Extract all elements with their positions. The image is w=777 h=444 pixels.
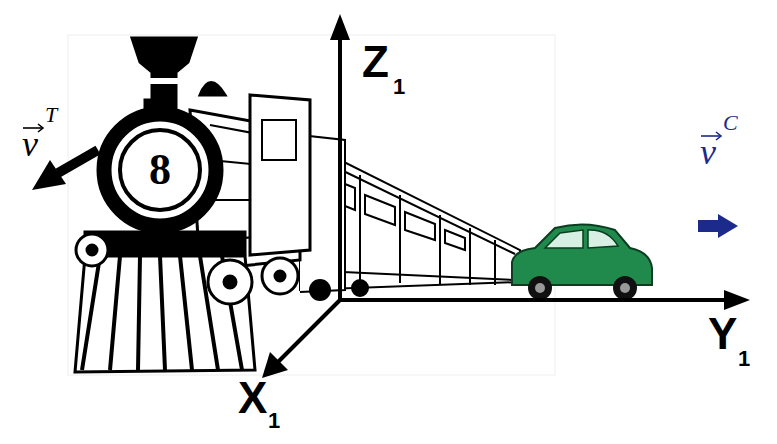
green-car <box>512 224 652 300</box>
car-velocity-arrow <box>698 214 738 238</box>
axis-subscript: 1 <box>393 76 405 98</box>
axis-name: X <box>238 376 267 420</box>
vector-symbol: v <box>22 126 38 162</box>
engine-number: 8 <box>149 148 171 192</box>
locomotive <box>75 38 310 372</box>
vector-symbol: v <box>700 134 716 170</box>
axis-subscript: 1 <box>268 410 280 432</box>
axis-name: Y <box>708 312 737 356</box>
coordinate-axes <box>262 14 750 378</box>
picture-frame <box>68 35 555 375</box>
axis-subscript: 1 <box>738 348 750 370</box>
vector-superscript: C <box>723 112 738 134</box>
vector-superscript: T <box>45 104 57 126</box>
train-cars <box>300 135 520 300</box>
axis-name: Z <box>362 40 389 84</box>
train-velocity-arrow <box>32 150 98 190</box>
